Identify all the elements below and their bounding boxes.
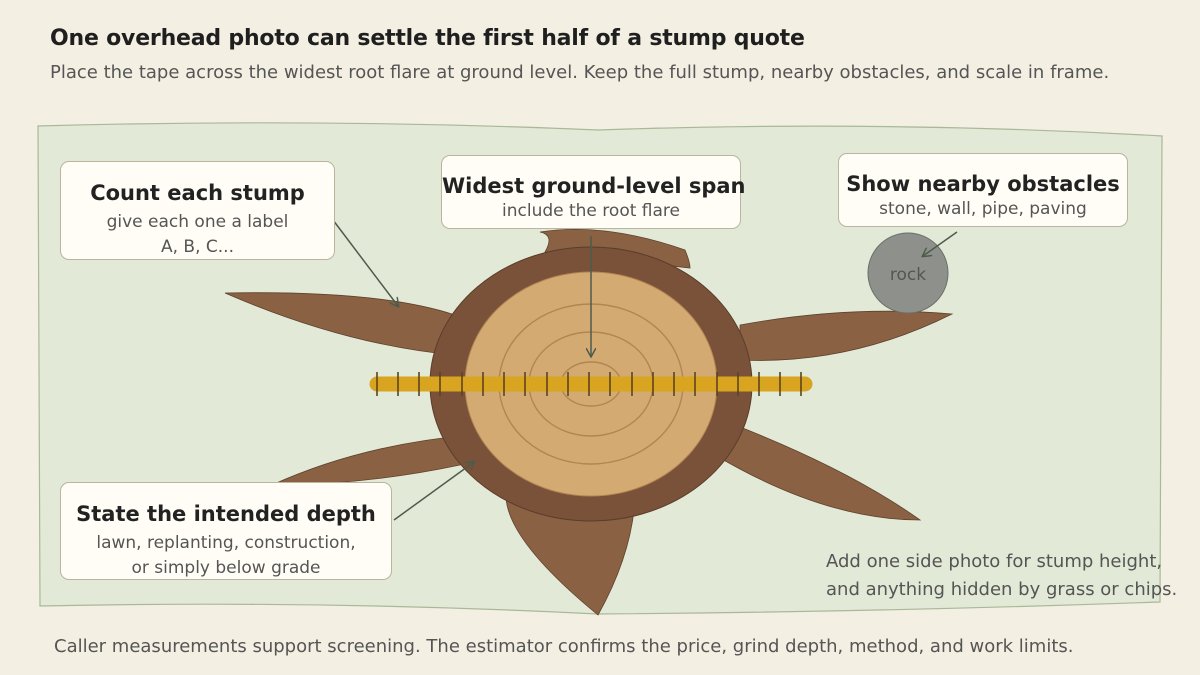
arrow-obstacles [923, 231, 958, 256]
arrow-depth [393, 462, 474, 521]
subline: Place the tape across the widest root fl… [50, 62, 1110, 83]
callout-arrows [332, 219, 958, 521]
callout-title: Count each stump [90, 181, 305, 205]
callout-line: give each one a label [106, 212, 289, 232]
footer-note: Caller measurements support screening. T… [54, 636, 1074, 657]
callout-detail: lawn, replanting, construction, or simpl… [61, 531, 391, 581]
callout-detail: give each one a label A, B, C... [61, 210, 334, 260]
headline: One overhead photo can settle the first … [50, 26, 805, 51]
callout-title: State the intended depth [76, 502, 376, 526]
callout-widest-span: Widest ground-level span include the roo… [441, 155, 746, 229]
callout-detail: stone, wall, pipe, paving [839, 197, 1127, 222]
tape-ticks [376, 372, 802, 396]
root-right [739, 310, 954, 361]
arrow-count [332, 219, 398, 306]
root-lower-right [714, 424, 922, 521]
side-note-line: Add one side photo for stump height, [826, 551, 1163, 572]
rock-label: rock [890, 265, 926, 285]
callout-line: lawn, replanting, construction, [96, 533, 356, 553]
callout-nearby-obstacles: Show nearby obstacles stone, wall, pipe,… [838, 153, 1128, 227]
callout-intended-depth: State the intended depth lawn, replantin… [60, 482, 392, 580]
callout-line: A, B, C... [161, 237, 234, 257]
callout-line: or simply below grade [131, 558, 321, 578]
callout-count-stumps: Count each stump give each one a label A… [60, 161, 335, 260]
side-note-line: and anything hidden by grass or chips. [826, 579, 1178, 600]
callout-line: stone, wall, pipe, paving [879, 199, 1087, 219]
callout-detail: include the root flare [442, 199, 740, 224]
callout-title: Widest ground-level span [442, 174, 746, 198]
callout-line: include the root flare [502, 201, 680, 221]
callout-title: Show nearby obstacles [846, 172, 1120, 196]
side-photo-note: Add one side photo for stump height, and… [826, 548, 1177, 604]
